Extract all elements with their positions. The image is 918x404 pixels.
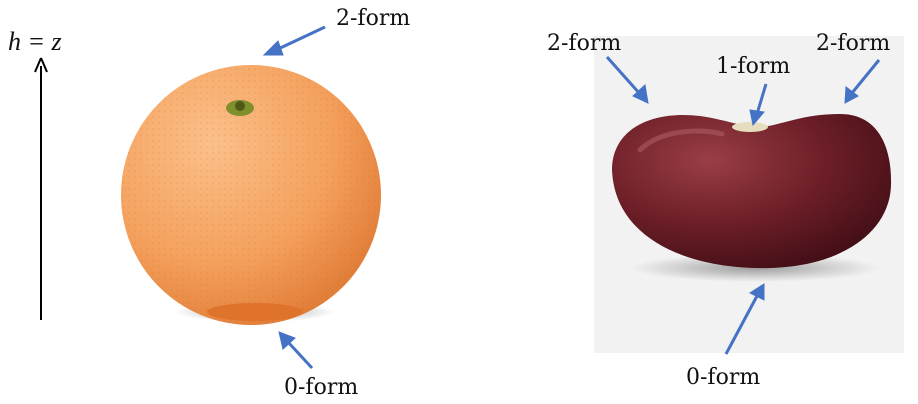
orange-bottom-label: 0-form [284,375,358,400]
orange-top-label: 2-form [336,6,410,31]
orange-bottom-patch [207,303,303,321]
bean-right-label: 2-form [816,31,890,56]
bean-hilum [732,122,768,132]
arrow-orange-bottom [279,332,312,368]
bean-bottom-label: 0-form [686,365,760,390]
height-axis: h = z [8,27,62,320]
bean-photo [594,36,904,353]
height-axis-label: h = z [8,27,62,56]
orange-stem-icon [226,100,254,116]
bean-middle-label: 1-form [716,54,790,79]
bean-left-label: 2-form [547,31,621,56]
arrow-orange-top [264,27,325,55]
orange-photo [121,65,381,325]
